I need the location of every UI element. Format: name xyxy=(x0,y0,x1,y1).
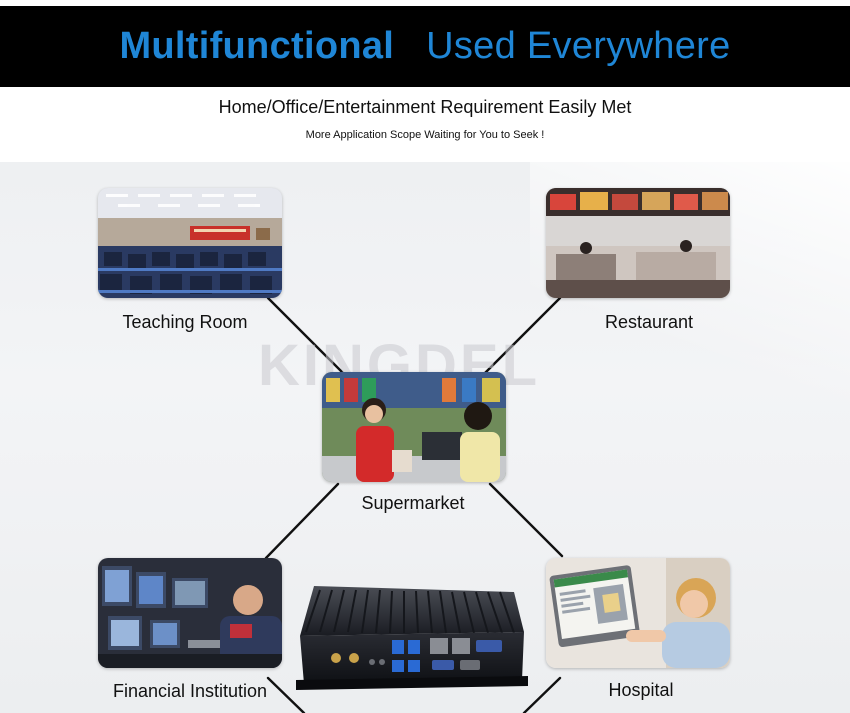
restaurant-caption: Restaurant xyxy=(604,312,694,332)
banner-title: Multifunctional Used Everywhere xyxy=(119,25,730,68)
fanless-mini-pc-icon xyxy=(296,576,528,700)
subheading-tagline: More Application Scope Waiting for You t… xyxy=(305,129,545,141)
financial-institution-photo xyxy=(98,558,282,668)
teaching-room-caption: Teaching Room xyxy=(122,312,248,332)
connector-lines xyxy=(264,296,564,713)
subheading-main: Home/Office/Entertainment Requirement Ea… xyxy=(218,97,632,117)
header-banner: Multifunctional Used Everywhere xyxy=(0,6,850,87)
subheading: Home/Office/Entertainment Requirement Ea… xyxy=(0,87,850,162)
hospital-caption: Hospital xyxy=(608,680,674,700)
connector-restaurant-supermarket xyxy=(482,296,562,376)
restaurant-photo xyxy=(546,188,730,298)
connector-supermarket-hospital xyxy=(488,482,564,558)
teaching-room-photo xyxy=(98,188,282,298)
financial-institution-caption: Financial Institution xyxy=(112,681,268,701)
supermarket-photo xyxy=(322,372,506,482)
hospital-photo xyxy=(546,558,730,668)
usage-scenes-panel: KINGDEL xyxy=(0,162,850,713)
connector-financial-bottom xyxy=(266,676,306,713)
connector-hospital-bottom xyxy=(522,676,562,713)
connector-teaching-supermarket xyxy=(266,296,348,378)
banner-title-bold: Multifunctional xyxy=(119,25,395,67)
connector-supermarket-financial xyxy=(264,482,340,560)
supermarket-caption: Supermarket xyxy=(361,493,465,513)
top-strip xyxy=(0,0,850,6)
banner-title-regular: Used Everywhere xyxy=(426,25,731,67)
